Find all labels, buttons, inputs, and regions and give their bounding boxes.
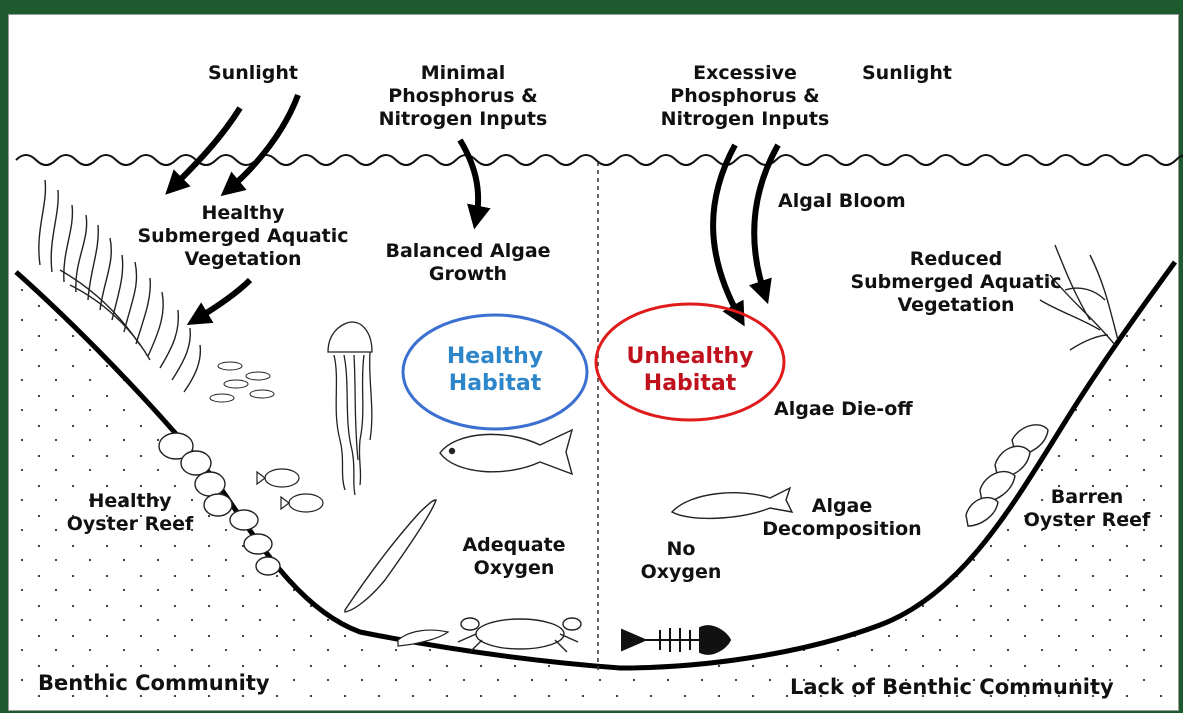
fish-skeleton-icon [622,626,730,654]
benthic-community-label: Benthic Community [38,672,270,695]
sav-arrow [195,280,250,320]
jellyfish-icon [328,322,372,495]
algae-dieoff-label: Algae Die-off [774,398,913,421]
healthy-fish-icon [440,430,572,474]
adequate-oxygen-label: Adequate Oxygen [444,534,584,580]
needlefish-icon [345,500,436,612]
healthy-sav-label: Healthy Submerged Aquatic Vegetation [128,202,358,271]
sunlight-right-label: Sunlight [862,62,952,85]
excessive-inputs-label: Excessive Phosphorus & Nitrogen Inputs [640,62,850,131]
balanced-algae-label: Balanced Algae Growth [368,240,568,286]
algae-decomposition-label: Algae Decomposition [748,495,936,541]
sunlight-left-label: Sunlight [208,62,298,85]
algal-bloom-label: Algal Bloom [778,190,906,213]
water-surface [16,155,1183,165]
no-oxygen-label: No Oxygen [626,538,736,584]
sunlight-arrow-1 [172,108,240,188]
small-fish-icon [257,469,323,512]
lack-benthic-label: Lack of Benthic Community [790,676,1114,699]
excessive-arrow-1 [713,145,740,318]
minimal-inputs-label: Minimal Phosphorus & Nitrogen Inputs [368,62,558,131]
reduced-sav-label: Reduced Submerged Aquatic Vegetation [822,248,1090,317]
healthy-oyster-label: Healthy Oyster Reef [50,490,210,536]
barren-oyster-label: Barren Oyster Reef [1012,486,1162,532]
healthy-habitat-label: Healthy Habitat [405,343,585,397]
unhealthy-habitat-label: Unhealthy Habitat [598,343,782,397]
crab-icon [458,618,581,652]
minimal-inputs-arrow [460,140,478,220]
fish-school-icon [210,362,274,402]
excessive-arrow-2 [754,145,778,295]
